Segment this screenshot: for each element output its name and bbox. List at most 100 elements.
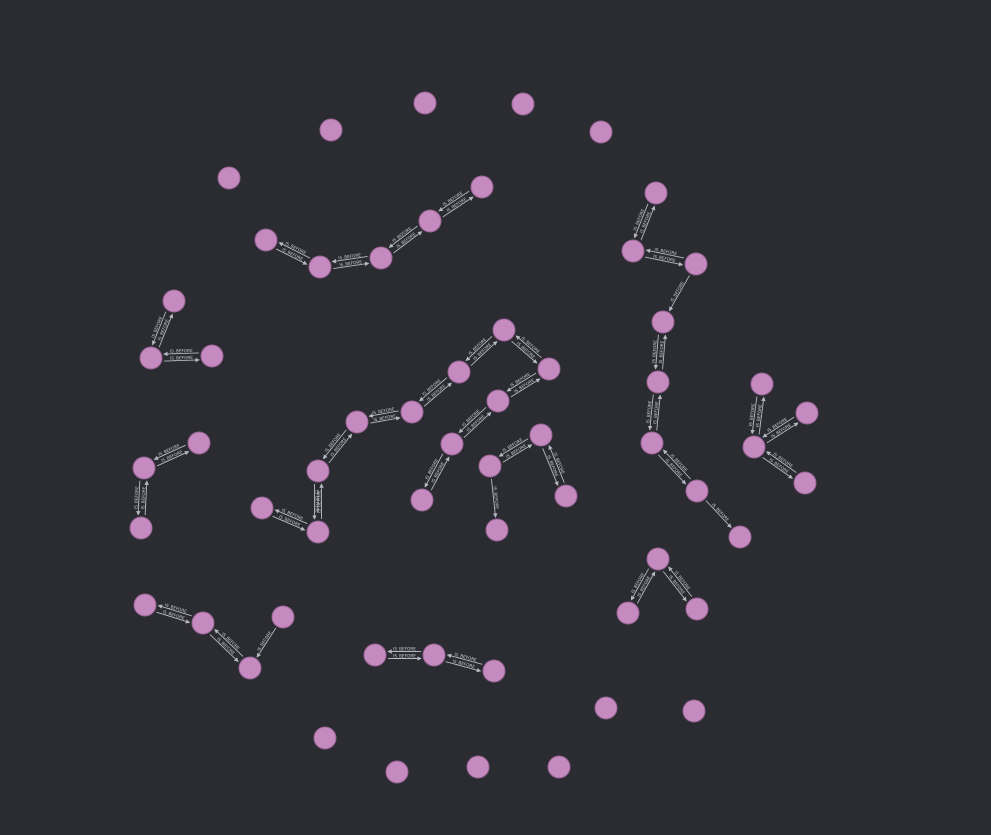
relationship-line[interactable] [153,444,186,460]
graph-node[interactable] [410,488,434,512]
relationship-line[interactable] [151,311,167,346]
relationship-line[interactable] [164,357,200,363]
graph-node[interactable] [537,357,561,381]
relationship-line[interactable] [750,396,758,435]
relationship-line[interactable] [368,410,399,418]
graph-node[interactable] [363,643,387,667]
relationship-line[interactable] [274,509,308,525]
relationship-line[interactable] [214,628,244,657]
relationship-line[interactable] [662,334,668,370]
relationship-line[interactable] [762,416,795,438]
relationship-line[interactable] [388,225,418,248]
graph-node[interactable] [640,431,664,455]
graph-node[interactable] [447,360,471,384]
graph-node[interactable] [644,181,668,205]
graph-node[interactable] [684,252,708,276]
relationship-line[interactable] [419,377,448,402]
relationship-line[interactable] [490,478,498,518]
relationship-line[interactable] [548,445,565,483]
graph-node[interactable] [369,246,393,270]
graph-node[interactable] [187,431,211,455]
relationship-line[interactable] [498,438,529,457]
relationship-line[interactable] [658,454,687,485]
graph-node[interactable] [594,696,618,720]
relationship-line[interactable] [653,334,659,370]
relationship-line[interactable] [328,433,353,464]
graph-node[interactable] [306,459,330,483]
graph-node[interactable] [621,239,645,263]
relationship-line[interactable] [662,449,691,480]
relationship-line[interactable] [370,416,401,424]
graph-node[interactable] [685,597,709,621]
graph-node[interactable] [271,605,295,629]
graph-node[interactable] [742,435,766,459]
graph-node[interactable] [400,400,424,424]
graph-node[interactable] [418,209,442,233]
relationship-line[interactable] [656,394,663,431]
relationship-line[interactable] [470,340,498,367]
relationship-line[interactable] [158,313,174,348]
graph-node[interactable] [191,611,215,635]
graph-node[interactable] [685,479,709,503]
relationship-line[interactable] [136,480,141,516]
graph-node[interactable] [422,643,446,667]
graph-node[interactable] [238,656,262,680]
relationship-line[interactable] [256,627,277,658]
relationship-line[interactable] [705,500,732,529]
graph-node[interactable] [616,601,640,625]
relationship-line[interactable] [458,406,487,434]
relationship-line[interactable] [515,335,542,359]
relationship-line[interactable] [442,196,474,218]
relationship-line[interactable] [502,444,533,463]
graph-node[interactable] [385,760,409,784]
graph-node[interactable] [482,659,506,683]
graph-node[interactable] [492,318,516,342]
relationship-line[interactable] [645,248,685,259]
relationship-line[interactable] [542,448,559,486]
relationship-line[interactable] [446,653,483,665]
graph-node[interactable] [547,755,571,779]
relationship-line[interactable] [430,456,450,491]
relationship-line[interactable] [331,255,368,264]
relationship-line[interactable] [758,396,766,435]
relationship-line[interactable] [511,340,538,364]
relationship-line[interactable] [636,571,656,604]
relationship-line[interactable] [156,611,191,624]
graph-node[interactable] [486,389,510,413]
graph-node[interactable] [529,423,553,447]
graph-node[interactable] [345,410,369,434]
graph-node[interactable] [306,520,330,544]
relationship-line[interactable] [506,372,537,392]
graph-node[interactable] [646,370,670,394]
graph-node[interactable] [200,344,224,368]
relationship-line[interactable] [157,604,192,617]
graph-node[interactable] [250,496,274,520]
relationship-line[interactable] [272,515,306,531]
graph-node[interactable] [485,518,509,542]
relationship-line[interactable] [322,429,347,460]
relationship-line[interactable] [647,394,654,431]
graph-node[interactable] [728,525,752,549]
graph-node[interactable] [478,454,502,478]
relationship-line[interactable] [438,190,470,212]
graph-node[interactable] [682,699,706,723]
relationship-line[interactable] [465,335,493,362]
graph-node[interactable] [750,372,774,396]
graph-node[interactable] [254,228,278,252]
graph-node[interactable] [795,401,819,425]
graph-node[interactable] [308,255,332,279]
graph-node[interactable] [413,91,437,115]
graph-node[interactable] [651,310,675,334]
graph-node[interactable] [133,593,157,617]
relationship-line[interactable] [630,568,650,601]
relationship-line[interactable] [423,382,452,407]
relationship-line[interactable] [144,480,149,516]
graph-node[interactable] [646,547,670,571]
relationship-line[interactable] [209,634,239,663]
relationship-line[interactable] [445,661,482,673]
relationship-line[interactable] [644,256,684,267]
relationship-line[interactable] [766,422,799,444]
graph-node[interactable] [162,289,186,313]
relationship-line[interactable] [333,261,370,270]
